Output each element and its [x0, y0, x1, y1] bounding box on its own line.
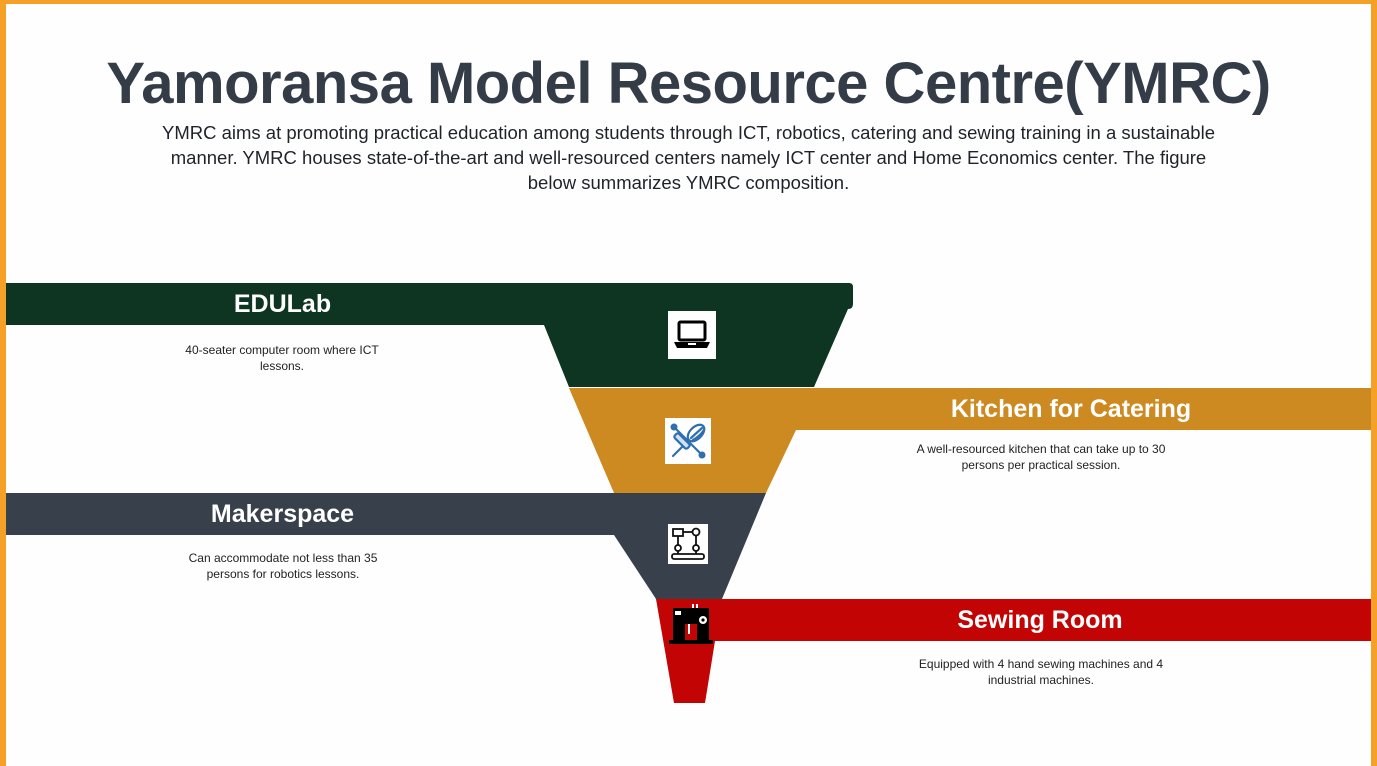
stage-label-edulab: EDULab	[233, 290, 332, 318]
funnel-segment-kitchen	[569, 388, 1371, 493]
intro-text: YMRC aims at promoting practical educati…	[161, 122, 1215, 193]
sewing-machine-icon	[667, 602, 715, 644]
stage-label-kitchen: Kitchen for Catering	[950, 395, 1192, 423]
robot-arm-icon	[668, 524, 708, 564]
stage-label-sewing: Sewing Room	[957, 606, 1123, 634]
funnel-segment-makerspace	[6, 493, 766, 599]
funnel-segment-sewing	[656, 599, 1371, 703]
stage-description-edulab: 40-seater computer room where ICT lesson…	[185, 343, 379, 373]
funnel-diagram	[6, 283, 1371, 703]
stage-label-makerspace: Makerspace	[210, 500, 355, 528]
stage-description-sewing: Equipped with 4 hand sewing machines and…	[918, 657, 1164, 687]
funnel-segment-edulab	[6, 283, 853, 387]
whisk-rolling-pin-icon	[665, 418, 711, 464]
laptop-icon	[668, 311, 716, 359]
page-title: Yamoransa Model Resource Centre(YMRC)	[106, 51, 1271, 116]
slide: Yamoransa Model Resource Centre(YMRC) YM…	[6, 4, 1371, 766]
stage-description-kitchen: A well-resourced kitchen that can take u…	[916, 442, 1166, 472]
stage-description-makerspace: Can accommodate not less than 35 persons…	[188, 551, 378, 581]
